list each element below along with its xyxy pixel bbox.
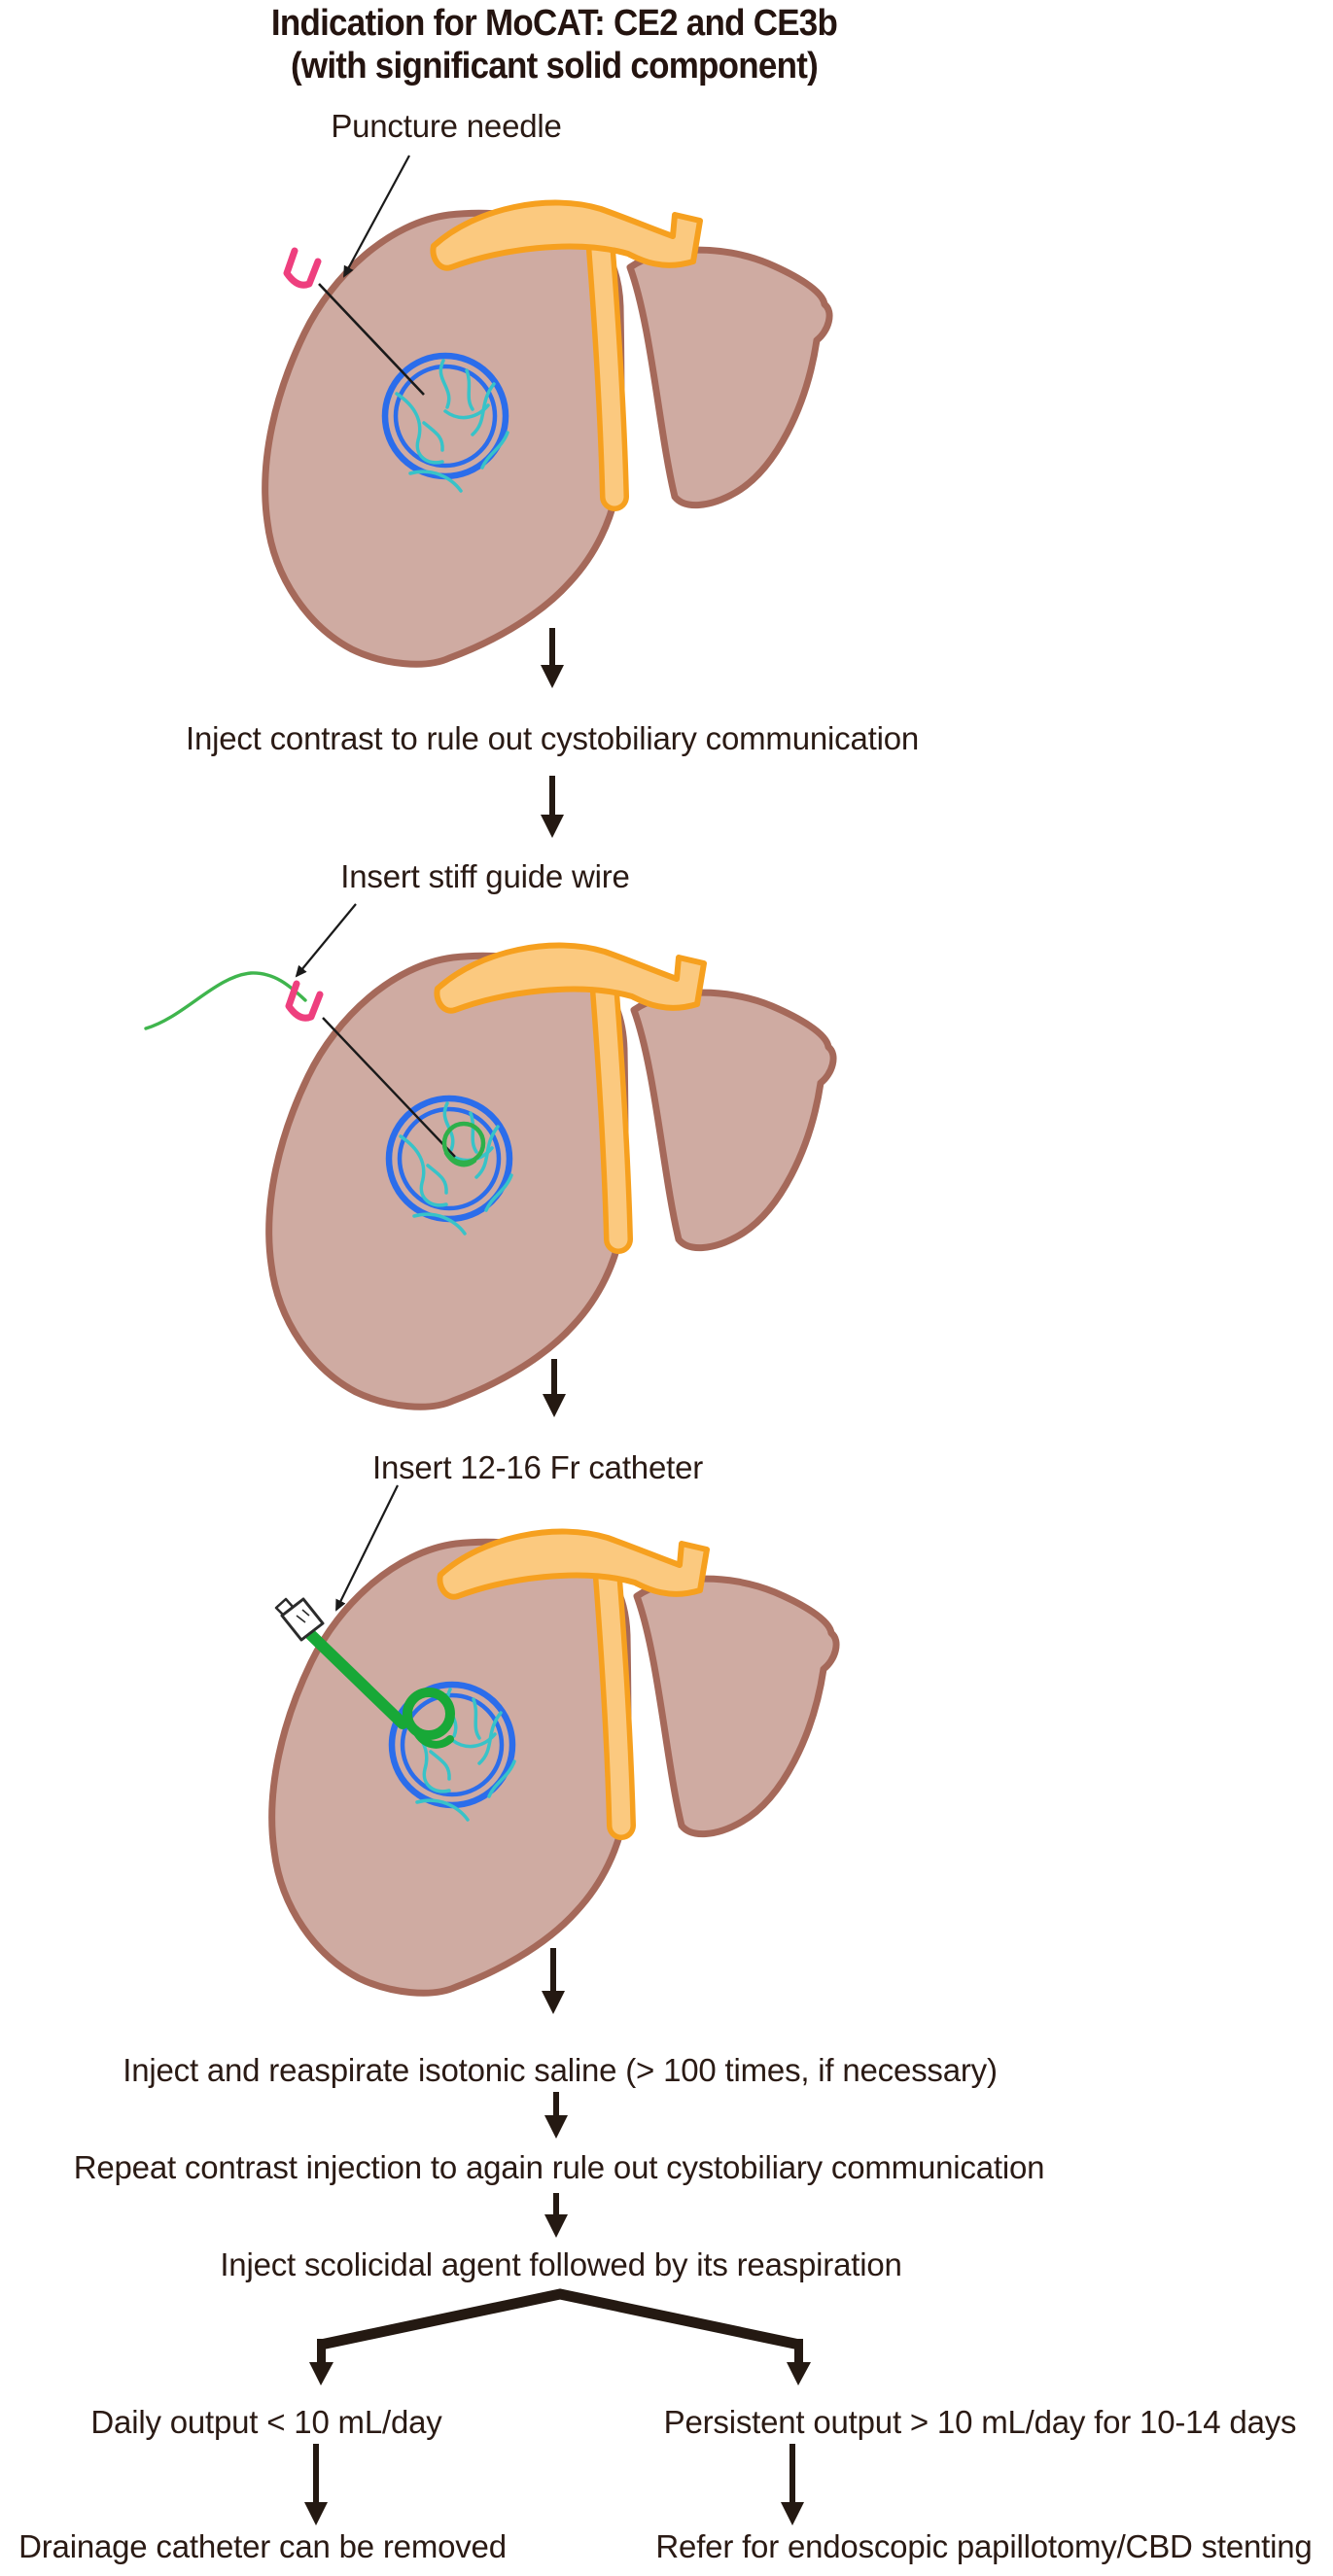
liver-icon (272, 1532, 836, 1994)
liver-icon (265, 203, 829, 665)
label-leader-line (343, 155, 410, 278)
liver-icon (269, 946, 833, 1408)
step-repeat-contrast: Repeat contrast injection to again rule … (73, 2149, 1045, 2185)
step-inject-contrast: Inject contrast to rule out cystobiliary… (185, 720, 920, 756)
figure-title-line1: Indication for MoCAT: CE2 and CE3b (270, 3, 838, 44)
label-leader-line (335, 1484, 399, 1612)
liver-illustration-1 (265, 155, 829, 665)
flow-arrow-icon (541, 628, 564, 688)
label-leader-line (295, 903, 357, 978)
needle-hub-icon (283, 247, 322, 289)
guide-wire-icon (144, 971, 307, 1030)
puncture-needle-icon (322, 1017, 456, 1158)
liver-illustration-2 (144, 903, 833, 1408)
liver-illustration-3 (272, 1484, 836, 1994)
needle-hub-icon (285, 980, 324, 1022)
step-saline: Inject and reaspirate isotonic saline (>… (123, 2052, 998, 2088)
flow-arrow-icon (541, 776, 564, 838)
catheter-connector-icon (274, 1597, 325, 1642)
guide-wire-label: Insert stiff guide wire (340, 858, 630, 894)
flow-arrow-icon (304, 2444, 328, 2525)
guide-wire-coil-icon (441, 1121, 486, 1167)
branch-right-condition: Persistent output > 10 mL/day for 10-14 … (663, 2404, 1297, 2440)
flow-arrow-icon (542, 1948, 565, 2014)
flow-arrow-icon (543, 1359, 566, 1417)
flow-arrow-icon (544, 2193, 568, 2238)
branch-left-outcome: Drainage catheter can be removed (18, 2528, 507, 2564)
step-scolicidal: Inject scolicidal agent followed by its … (220, 2246, 902, 2282)
branch-split-arrow (309, 2288, 811, 2385)
pigtail-catheter-icon (305, 1629, 455, 1749)
puncture-needle-icon (318, 283, 425, 396)
branch-left-condition: Daily output < 10 mL/day (90, 2404, 442, 2440)
flow-arrow-icon (781, 2444, 804, 2525)
flow-arrow-icon (544, 2092, 568, 2139)
figure-title-line2: (with significant solid component) (290, 46, 819, 87)
catheter-label: Insert 12-16 Fr catheter (371, 1449, 704, 1485)
branch-right-outcome: Refer for endoscopic papillotomy/CBD ste… (655, 2528, 1313, 2564)
flow-arrows (304, 628, 811, 2525)
puncture-needle-label: Puncture needle (331, 108, 562, 144)
